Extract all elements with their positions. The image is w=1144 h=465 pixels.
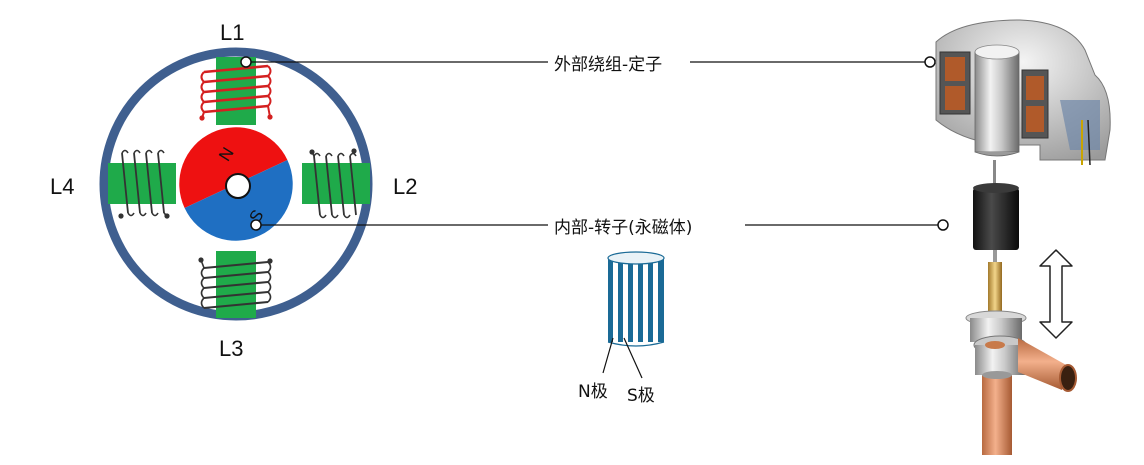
coil-l2 [302,148,370,219]
coil-label-l3: L3 [219,336,244,361]
stator-leader-dot [240,56,252,68]
expansion-valve-illustration [935,19,1111,455]
magnet-north-label: N极 [578,382,608,402]
valve-shaft [993,160,996,188]
coil-l4 [108,149,176,219]
rotor-leader-dot [250,219,262,231]
rotor: N S [179,127,293,241]
magnet-south-pointer [623,337,643,379]
stator-coil-housing [935,19,1111,166]
brass-screw [988,262,1002,314]
rotor-magnet-part [973,183,1019,250]
coil-l3 [198,251,273,318]
stator-target-dot [924,56,936,68]
rotor-south-half [184,160,293,241]
magnet-north-pointer [602,337,614,374]
stator-callout: 外部绕组-定子 [548,50,669,75]
permanent-magnet-cylinder [602,251,665,379]
magnet-south-label: S极 [627,386,655,406]
double-headed-arrow-icon [1039,249,1073,339]
rotor-target-dot [937,219,949,231]
coil-label-l1: L1 [220,20,245,45]
coil-label-l4: L4 [50,174,75,199]
valve-body [965,310,1077,455]
rotor-north-half [179,127,288,208]
needle-pin [993,250,997,262]
coil-l1 [199,57,273,125]
rotor-shaft [225,173,251,199]
coil-label-l2: L2 [393,174,418,199]
stepper-motor-schematic: N S [99,47,373,321]
rotor-callout: 内部-转子(永磁体) [548,213,699,238]
leader-lines [240,56,949,231]
